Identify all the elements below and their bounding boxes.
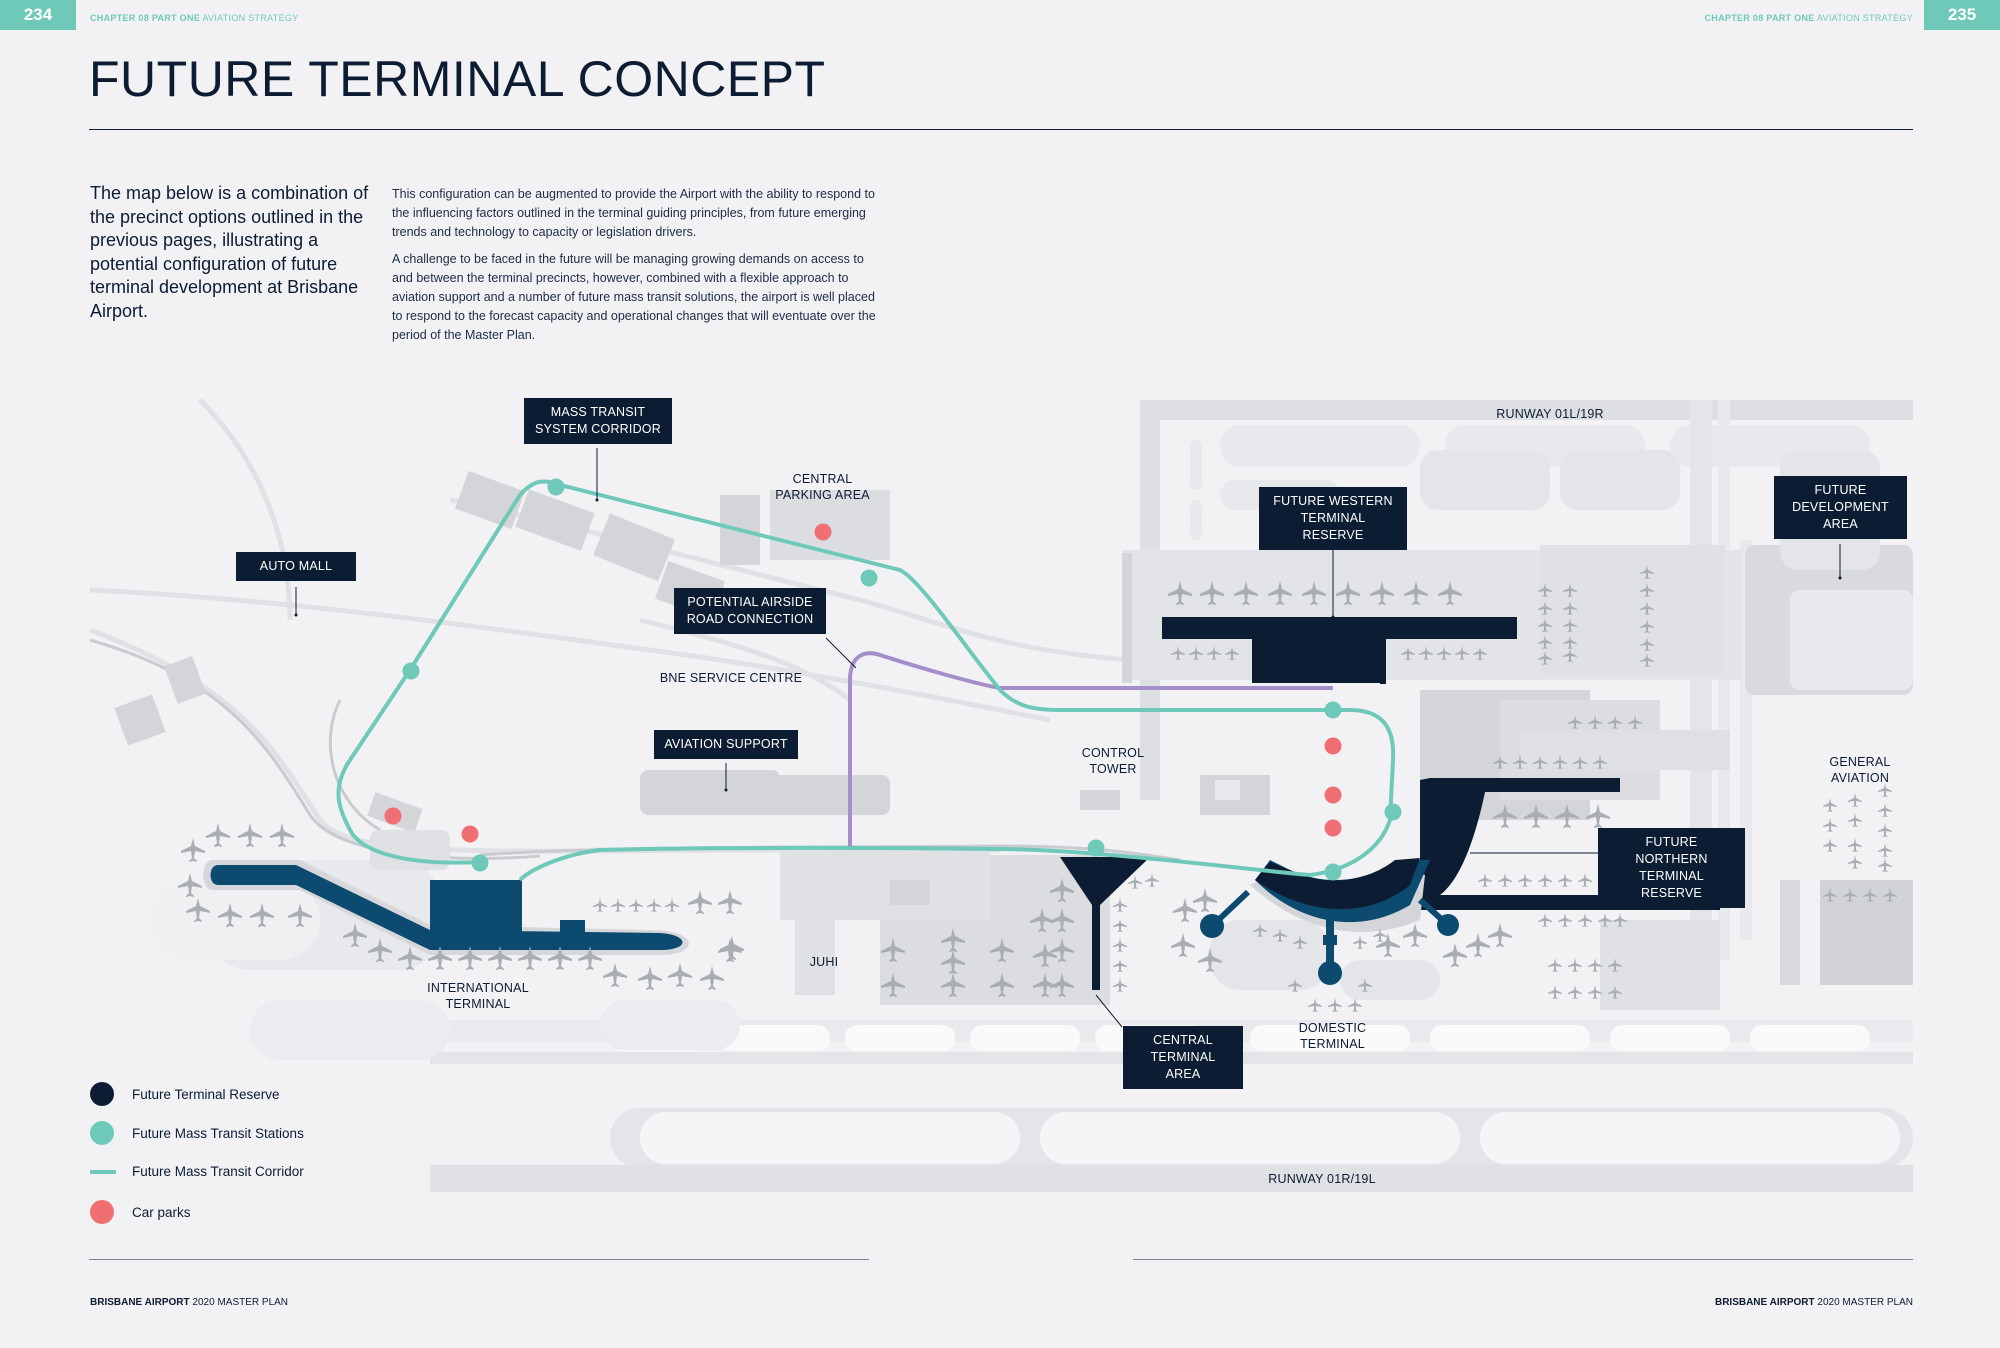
legend-swatch-navy: [90, 1082, 114, 1106]
legend-line-teal: [90, 1169, 116, 1174]
label-runway-01l: RUNWAY 01L/19R: [1496, 407, 1604, 421]
chapter-bold-left: CHAPTER 08 PART ONE: [90, 13, 201, 23]
footer-plan-left: 2020 MASTER PLAN: [192, 1297, 289, 1308]
label-leaders: [295, 448, 1841, 1028]
label-international-terminal: INTERNATIONAL TERMINAL: [427, 981, 529, 1011]
footer-brand-right: BRISBANE AIRPORT: [1714, 1297, 1815, 1308]
label-control-tower: CONTROL TOWER: [1081, 746, 1145, 776]
western-terminal-reserve-core: [1252, 617, 1382, 683]
legend-label: Future Terminal Reserve: [132, 1086, 280, 1102]
body-paragraph-1: This configuration can be augmented to p…: [392, 187, 875, 239]
label-future-development: FUTURE DEVELOPMENT AREA: [1774, 476, 1907, 539]
chapter-bold-right: CHAPTER 08 PART ONE: [1704, 13, 1815, 23]
page-title: FUTURE TERMINAL CONCEPT: [89, 51, 826, 107]
airfield-pavement: [150, 400, 1913, 1192]
label-auto-mall: AUTO MALL: [236, 552, 356, 581]
legend-terminal-reserve: Future Terminal Reserve: [90, 1082, 280, 1106]
left-page-number: 234: [0, 0, 76, 30]
body-paragraph-2: A challenge to be faced in the future wi…: [392, 252, 876, 342]
central-terminal: [1060, 857, 1150, 990]
footer-right: BRISBANE AIRPORT 2020 MASTER PLAN: [1715, 1297, 1913, 1308]
juhi-area: [795, 855, 835, 995]
footer-plan-right: 2020 MASTER PLAN: [1817, 1297, 1913, 1308]
chapter-light-left: AVIATION STRATEGY: [202, 13, 299, 23]
label-runway-01r: RUNWAY 01R/19L: [1268, 1172, 1376, 1186]
footer-left: BRISBANE AIRPORT 2020 MASTER PLAN: [90, 1297, 288, 1308]
label-mass-transit-corridor: MASS TRANSIT SYSTEM CORRIDOR: [524, 398, 672, 444]
label-central-parking: CENTRAL PARKING AREA: [775, 472, 870, 502]
legend-swatch-red: [90, 1200, 114, 1224]
footer-rule-left: [89, 1259, 869, 1260]
label-future-western: FUTURE WESTERN TERMINAL RESERVE: [1259, 487, 1407, 550]
western-terminal-reserve-link: [1380, 630, 1386, 684]
legend-car-parks: Car parks: [90, 1200, 191, 1224]
roads: [89, 398, 1131, 854]
label-general-aviation: GENERAL AVIATION: [1829, 755, 1891, 785]
legend-transit-corridor: Future Mass Transit Corridor: [90, 1164, 304, 1179]
label-airside-road: POTENTIAL AIRSIDE ROAD CONNECTION: [674, 588, 826, 634]
buildings: [114, 470, 1270, 905]
label-domestic-terminal: DOMESTIC TERMINAL: [1298, 1021, 1367, 1051]
label-juhi: JUHI: [809, 955, 839, 969]
legend-transit-stations: Future Mass Transit Stations: [90, 1121, 304, 1145]
title-divider: [89, 129, 1913, 130]
airside-road-connection: [848, 651, 1333, 846]
chapter-left: CHAPTER 08 PART ONE AVIATION STRATEGY: [90, 13, 299, 23]
legend-label: Car parks: [132, 1204, 191, 1220]
car-parks: [384, 523, 1342, 843]
body-text: This configuration can be augmented to p…: [392, 185, 882, 353]
mass-transit-corridor: [336, 479, 1396, 882]
chapter-light-right: AVIATION STRATEGY: [1816, 13, 1913, 23]
label-central-terminal: CENTRAL TERMINAL AREA: [1123, 1026, 1243, 1089]
chapter-right: CHAPTER 08 PART ONE AVIATION STRATEGY: [1705, 13, 1914, 23]
footer-rule-right: [1133, 1259, 1913, 1260]
label-bne-service: BNE SERVICE CENTRE: [659, 671, 803, 685]
legend-label: Future Mass Transit Stations: [132, 1125, 304, 1141]
label-future-northern: FUTURE NORTHERN TERMINAL RESERVE: [1598, 828, 1745, 908]
lead-text: The map below is a combination of the pr…: [90, 183, 369, 321]
footer-brand-left: BRISBANE AIRPORT: [90, 1297, 190, 1308]
west-stands-edge: [1122, 553, 1132, 683]
leader-dots: [294, 498, 1842, 792]
mass-transit-stations: [402, 478, 1402, 881]
international-terminal: [203, 860, 689, 955]
legend-label: Future Mass Transit Corridor: [132, 1164, 304, 1179]
right-page-number: 235: [1924, 0, 2000, 30]
legend-swatch-teal: [90, 1121, 114, 1145]
main-road: [89, 638, 1181, 862]
label-aviation-support: AVIATION SUPPORT: [654, 730, 798, 759]
